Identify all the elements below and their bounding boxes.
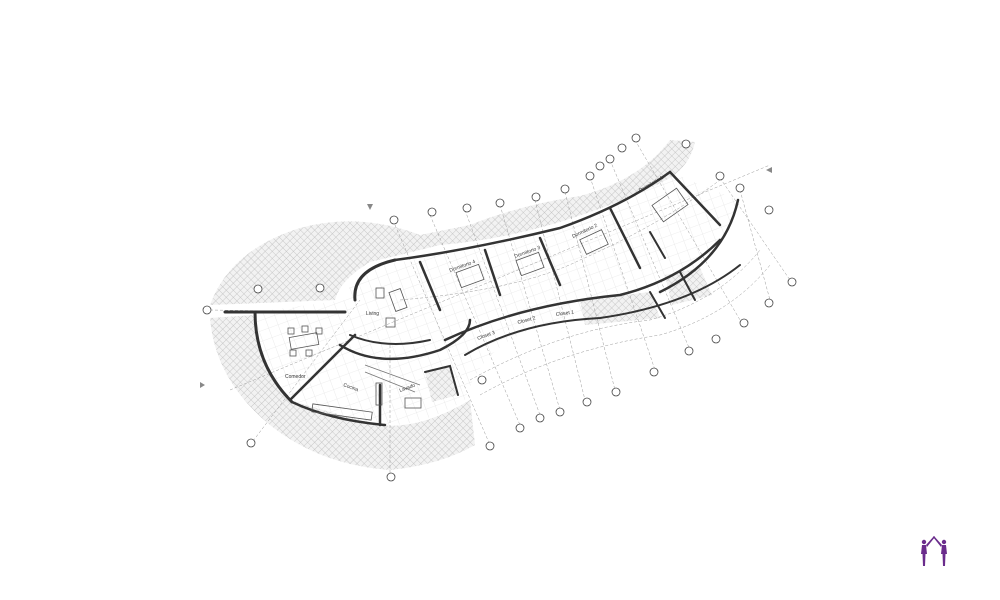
room-label-living: Living <box>366 311 379 317</box>
terrace-area <box>210 140 695 470</box>
room-label-comedor: Comedor <box>285 374 306 380</box>
room-label-cocina: Cocina <box>342 382 359 393</box>
walls <box>223 170 741 427</box>
room-label-closet3: Closet 3 <box>477 330 496 342</box>
room-label-closet2: Closet 2 <box>517 315 536 326</box>
furniture <box>287 187 689 421</box>
grid-lines <box>209 139 791 475</box>
grid-bubbles <box>202 133 797 482</box>
room-label-closet1: Closet 1 <box>555 309 574 318</box>
room-label-lavado: Lavado <box>399 383 417 394</box>
section-markers <box>200 167 772 388</box>
people-logo-icon <box>921 536 947 566</box>
building-floor <box>255 172 738 426</box>
